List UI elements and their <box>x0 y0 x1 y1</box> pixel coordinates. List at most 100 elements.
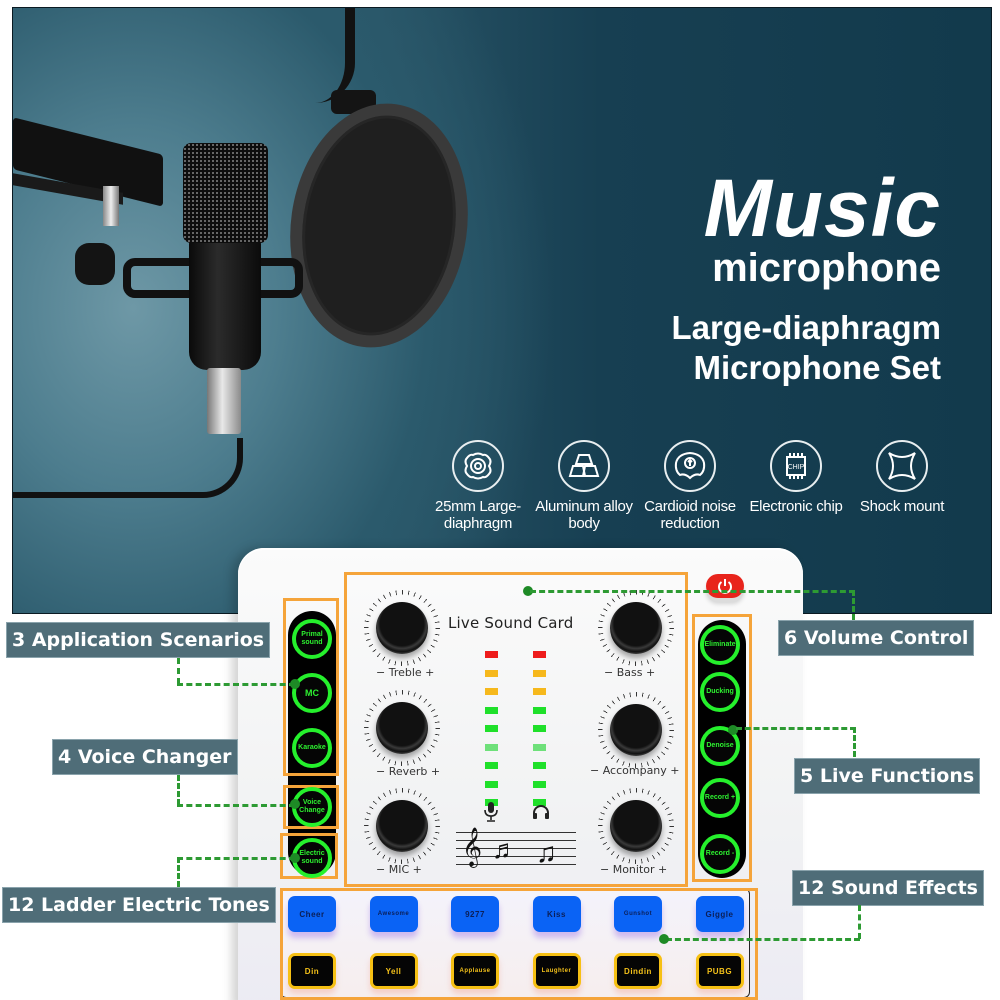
level-meter-segment <box>533 762 546 769</box>
record-plus-button[interactable]: Record + <box>700 778 740 818</box>
sound-effect-button-applause[interactable]: Applause <box>451 953 499 989</box>
denoise-button[interactable]: Denoise <box>700 726 740 766</box>
callout-application-scenarios: 3 Application Scenarios <box>6 622 271 658</box>
level-meter-segment <box>485 762 498 769</box>
callout-sound-effects: 12 Sound Effects <box>792 870 984 906</box>
feature-label: Aluminum alloy body <box>535 498 633 532</box>
bass-knob[interactable] <box>598 590 674 666</box>
leader-line <box>853 727 856 757</box>
leader-line <box>666 938 860 941</box>
accompany-knob[interactable] <box>598 692 674 768</box>
headline: Music microphone Large-diaphragm Microph… <box>671 168 941 388</box>
sound-card-title: Live Sound Card <box>448 614 574 632</box>
accompany-label: − Accompany + <box>590 764 680 777</box>
level-meter-segment <box>485 780 498 788</box>
sound-effects-highlight <box>280 888 758 1000</box>
sound-effect-button-gunshot[interactable]: Gunshot <box>614 896 662 932</box>
feature-label: Cardioid noise reduction <box>644 498 736 532</box>
headline-large-diaphragm: Large-diaphragm <box>671 309 941 346</box>
level-meter-segment <box>485 669 498 677</box>
level-meter-segment <box>533 669 546 677</box>
metal-ingots-icon <box>558 440 610 492</box>
sound-effect-button-awesome[interactable]: Awesome <box>369 896 418 932</box>
leader-line <box>530 590 855 593</box>
ducking-button[interactable]: Ducking <box>700 672 740 712</box>
leader-line <box>736 727 856 730</box>
microphone-icon <box>484 802 498 827</box>
treble-knob[interactable] <box>364 590 440 666</box>
svg-text:CHIP: CHIP <box>788 464 805 471</box>
mic-cable <box>13 438 243 498</box>
treble-clef-icon: 𝄞 <box>462 828 483 866</box>
xlr-connector <box>207 368 241 434</box>
sound-effect-button-cheer[interactable]: Cheer <box>288 896 336 932</box>
leader-dot <box>290 853 300 863</box>
product-photo-banner: Music microphone Large-diaphragm Microph… <box>12 7 992 614</box>
leader-dot <box>523 586 533 596</box>
leader-line <box>177 857 180 887</box>
bass-label: − Bass + <box>604 666 656 679</box>
volume-control-panel-highlight <box>344 572 688 887</box>
sound-effect-button-giggle[interactable]: Giggle <box>695 896 744 932</box>
karaoke-button[interactable]: Karaoke <box>292 728 332 768</box>
voice-changer-highlight <box>283 785 339 829</box>
callout-voice-changer: 4 Voice Changer <box>52 739 238 775</box>
sound-effect-button-pubg[interactable]: PUBG <box>695 953 744 989</box>
pop-filter-gooseneck <box>315 8 355 103</box>
sound-effect-button-9277[interactable]: 9277 <box>451 896 499 932</box>
leader-dot <box>290 679 300 689</box>
beamed-notes-icon: ♫ <box>536 837 557 868</box>
level-meter-segment <box>485 725 498 732</box>
feature-label: Electronic chip <box>749 498 843 515</box>
level-meter-segment <box>533 743 546 751</box>
feature-aluminum: Aluminum alloy body <box>531 440 637 532</box>
feature-chip: CHIP Electronic chip <box>743 440 849 532</box>
leader-dot <box>728 725 738 735</box>
eliminate-button[interactable]: Eliminate <box>700 625 740 665</box>
feature-diaphragm: 25mm Large-diaphragm <box>425 440 531 532</box>
mount-knob <box>75 243 115 285</box>
live-functions-highlight <box>692 614 752 882</box>
level-meter-segment <box>533 651 546 658</box>
speaker-diaphragm-icon <box>452 440 504 492</box>
leader-dot <box>290 799 300 809</box>
leader-line <box>177 683 295 686</box>
mic-label: − MIC + <box>376 863 422 876</box>
record-minus-button[interactable]: Record - <box>700 834 740 874</box>
leader-line <box>858 905 861 939</box>
level-meter-segment <box>533 725 546 732</box>
sound-effects-tray <box>280 888 750 998</box>
level-meter-segment <box>485 743 498 751</box>
feature-shock-mount: Shock mount <box>849 440 955 532</box>
boom-joint <box>103 186 119 226</box>
feature-label: 25mm Large-diaphragm <box>435 498 521 532</box>
sound-effect-button-din[interactable]: Din <box>288 953 336 989</box>
level-meter-segment <box>533 706 546 714</box>
microphone-body <box>189 240 261 370</box>
leader-dot <box>659 934 669 944</box>
monitor-label: − Monitor + <box>600 863 668 876</box>
headline-microphone-set: Microphone Set <box>693 349 941 386</box>
power-button[interactable] <box>706 574 744 598</box>
headline-microphone: microphone <box>712 246 941 290</box>
leader-line <box>177 857 295 860</box>
sound-effect-button-kiss[interactable]: Kiss <box>532 896 581 932</box>
monitor-knob[interactable] <box>598 788 674 864</box>
headphones-icon <box>532 804 550 825</box>
chip-icon: CHIP <box>770 440 822 492</box>
microphone-grille <box>183 143 268 243</box>
sound-effect-button-dindin[interactable]: Dindin <box>614 953 662 989</box>
leader-line <box>177 775 180 805</box>
reverb-knob[interactable] <box>364 690 440 766</box>
sound-effect-button-laughter[interactable]: Laughter <box>532 953 581 989</box>
callout-volume-control: 6 Volume Control <box>778 620 975 656</box>
mic-knob[interactable] <box>364 788 440 864</box>
reverb-label: − Reverb + <box>376 765 441 778</box>
level-meter-segment <box>533 780 546 788</box>
level-meter-segment <box>533 688 546 695</box>
primal-sound-button[interactable]: Primal sound <box>292 619 332 659</box>
sound-effect-button-yell[interactable]: Yell <box>369 953 418 989</box>
leader-line <box>852 590 855 620</box>
headline-music: Music <box>703 163 941 254</box>
feature-cardioid: Cardioid noise reduction <box>637 440 743 532</box>
